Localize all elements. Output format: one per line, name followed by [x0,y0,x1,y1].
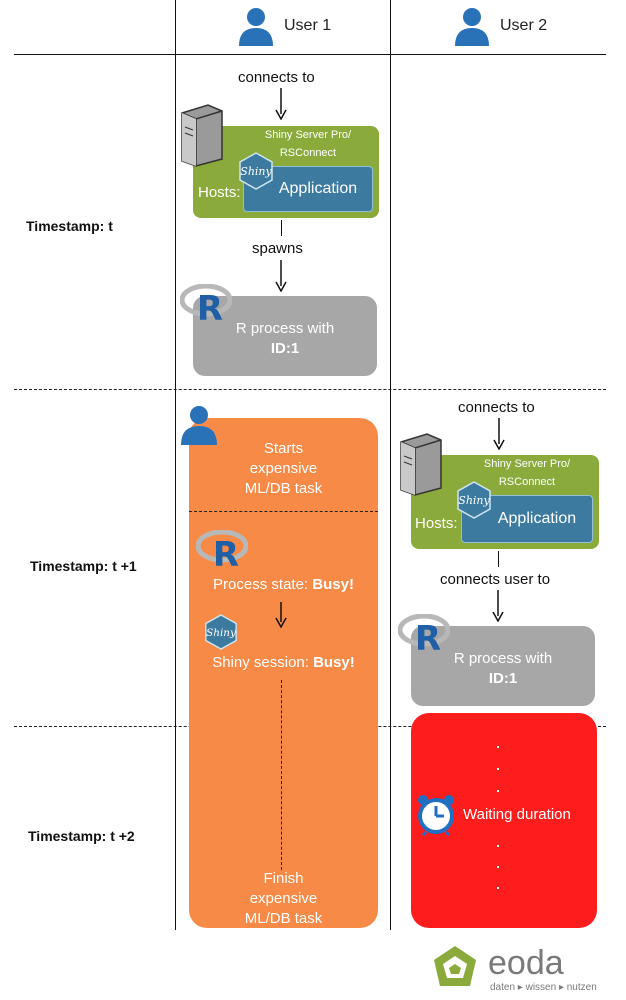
shiny-server-box-user1: Shiny Server Pro/ RSConnect Hosts: Appli… [193,126,379,218]
process-state-prefix: Process state: [213,576,313,593]
shiny-logo-icon: Shiny [455,481,493,519]
connect-user-connector [498,551,499,567]
process-state-text: Process state: Busy! [189,576,378,593]
server-title-line1: Shiny Server Pro/ [483,458,571,470]
finish-task-line1: Finish [263,870,304,887]
row-separator-1 [14,389,606,390]
server-title-line1: Shiny Server Pro/ [264,129,352,141]
busy-dashed-line [281,680,282,870]
eoda-logo-tagline: daten ▸ wissen ▸ nutzen [490,982,597,993]
process-state-value: Busy! [312,576,354,593]
waiting-duration-label: Waiting duration [463,806,571,823]
waiting-dot [497,845,499,847]
server-title-line2: RSConnect [498,476,556,488]
user1-small-avatar-icon [179,403,219,445]
waiting-dot [497,866,499,868]
shiny-server-box-user2: Shiny Server Pro/ RSConnect Hosts: Appli… [411,455,599,549]
waiting-dot [497,746,499,748]
shiny-session-value: Busy! [313,654,355,671]
timestamp-t: Timestamp: t [26,218,113,234]
spawns-label: spawns [252,240,303,257]
r-process-line2: ID:1 [488,670,518,687]
r-logo-icon: R [398,614,450,656]
svg-text:R: R [415,619,441,656]
eoda-logo-icon [432,944,478,988]
r-process-line1: R process with [453,650,553,667]
server-tower-icon [397,432,445,496]
server-tower-icon [178,103,226,167]
user2-label: User 2 [500,17,548,34]
waiting-dot [497,790,499,792]
orange-inner-separator [189,511,378,512]
r-process-line2: ID:1 [270,340,300,357]
server-title-line2: RSConnect [279,147,337,159]
user1-task-panel: Starts expensive ML/DB task Process stat… [189,418,378,928]
arrow-down-icon [275,260,287,292]
hosts-label: Hosts: [198,184,241,201]
finish-task-line3: ML/DB task [244,910,323,927]
user2-avatar-icon [452,6,492,46]
eoda-logo-name: eoda [488,944,564,982]
r-logo-icon: R [180,284,232,326]
shiny-logo-icon: Shiny [203,614,239,650]
shiny-badge-text: Shiny [240,165,272,178]
start-task-line3: ML/DB task [244,480,323,497]
connects-user-to-label: connects user to [440,571,551,588]
timestamp-t-plus-2: Timestamp: t +2 [28,828,135,844]
application-box: Application [243,166,373,212]
start-task-line2: expensive [249,460,318,477]
alarm-clock-icon [414,792,458,836]
hosts-label: Hosts: [415,515,458,532]
svg-text:R: R [197,289,223,326]
timestamp-t-plus-1: Timestamp: t +1 [30,558,137,574]
user1-label: User 1 [284,17,332,34]
column-divider-left [175,0,176,930]
arrow-down-icon [493,418,505,450]
application-label: Application [278,180,358,197]
shiny-session-text: Shiny session: Busy! [189,654,378,671]
spawn-connector [281,220,282,236]
shiny-badge-text: Shiny [458,494,490,507]
r-logo-icon: R [196,530,248,572]
application-label: Application [497,510,577,527]
waiting-dot [497,887,499,889]
finish-task-line2: expensive [249,890,318,907]
connects-to-label-user2: connects to [458,399,535,416]
user1-avatar-icon [236,6,276,46]
arrow-down-icon [492,590,504,622]
start-task-line1: Starts [263,440,304,457]
shiny-session-prefix: Shiny session: [212,654,314,671]
svg-text:R: R [213,535,239,572]
shiny-badge-text: Shiny [206,627,236,639]
column-divider-right [390,0,391,930]
waiting-dot [497,768,499,770]
arrow-down-icon [275,88,287,120]
header-separator [14,54,606,55]
arrow-down-icon [275,602,287,628]
shiny-logo-icon: Shiny [237,152,275,190]
r-process-line1: R process with [235,320,335,337]
connects-to-label-user1: connects to [238,69,315,86]
